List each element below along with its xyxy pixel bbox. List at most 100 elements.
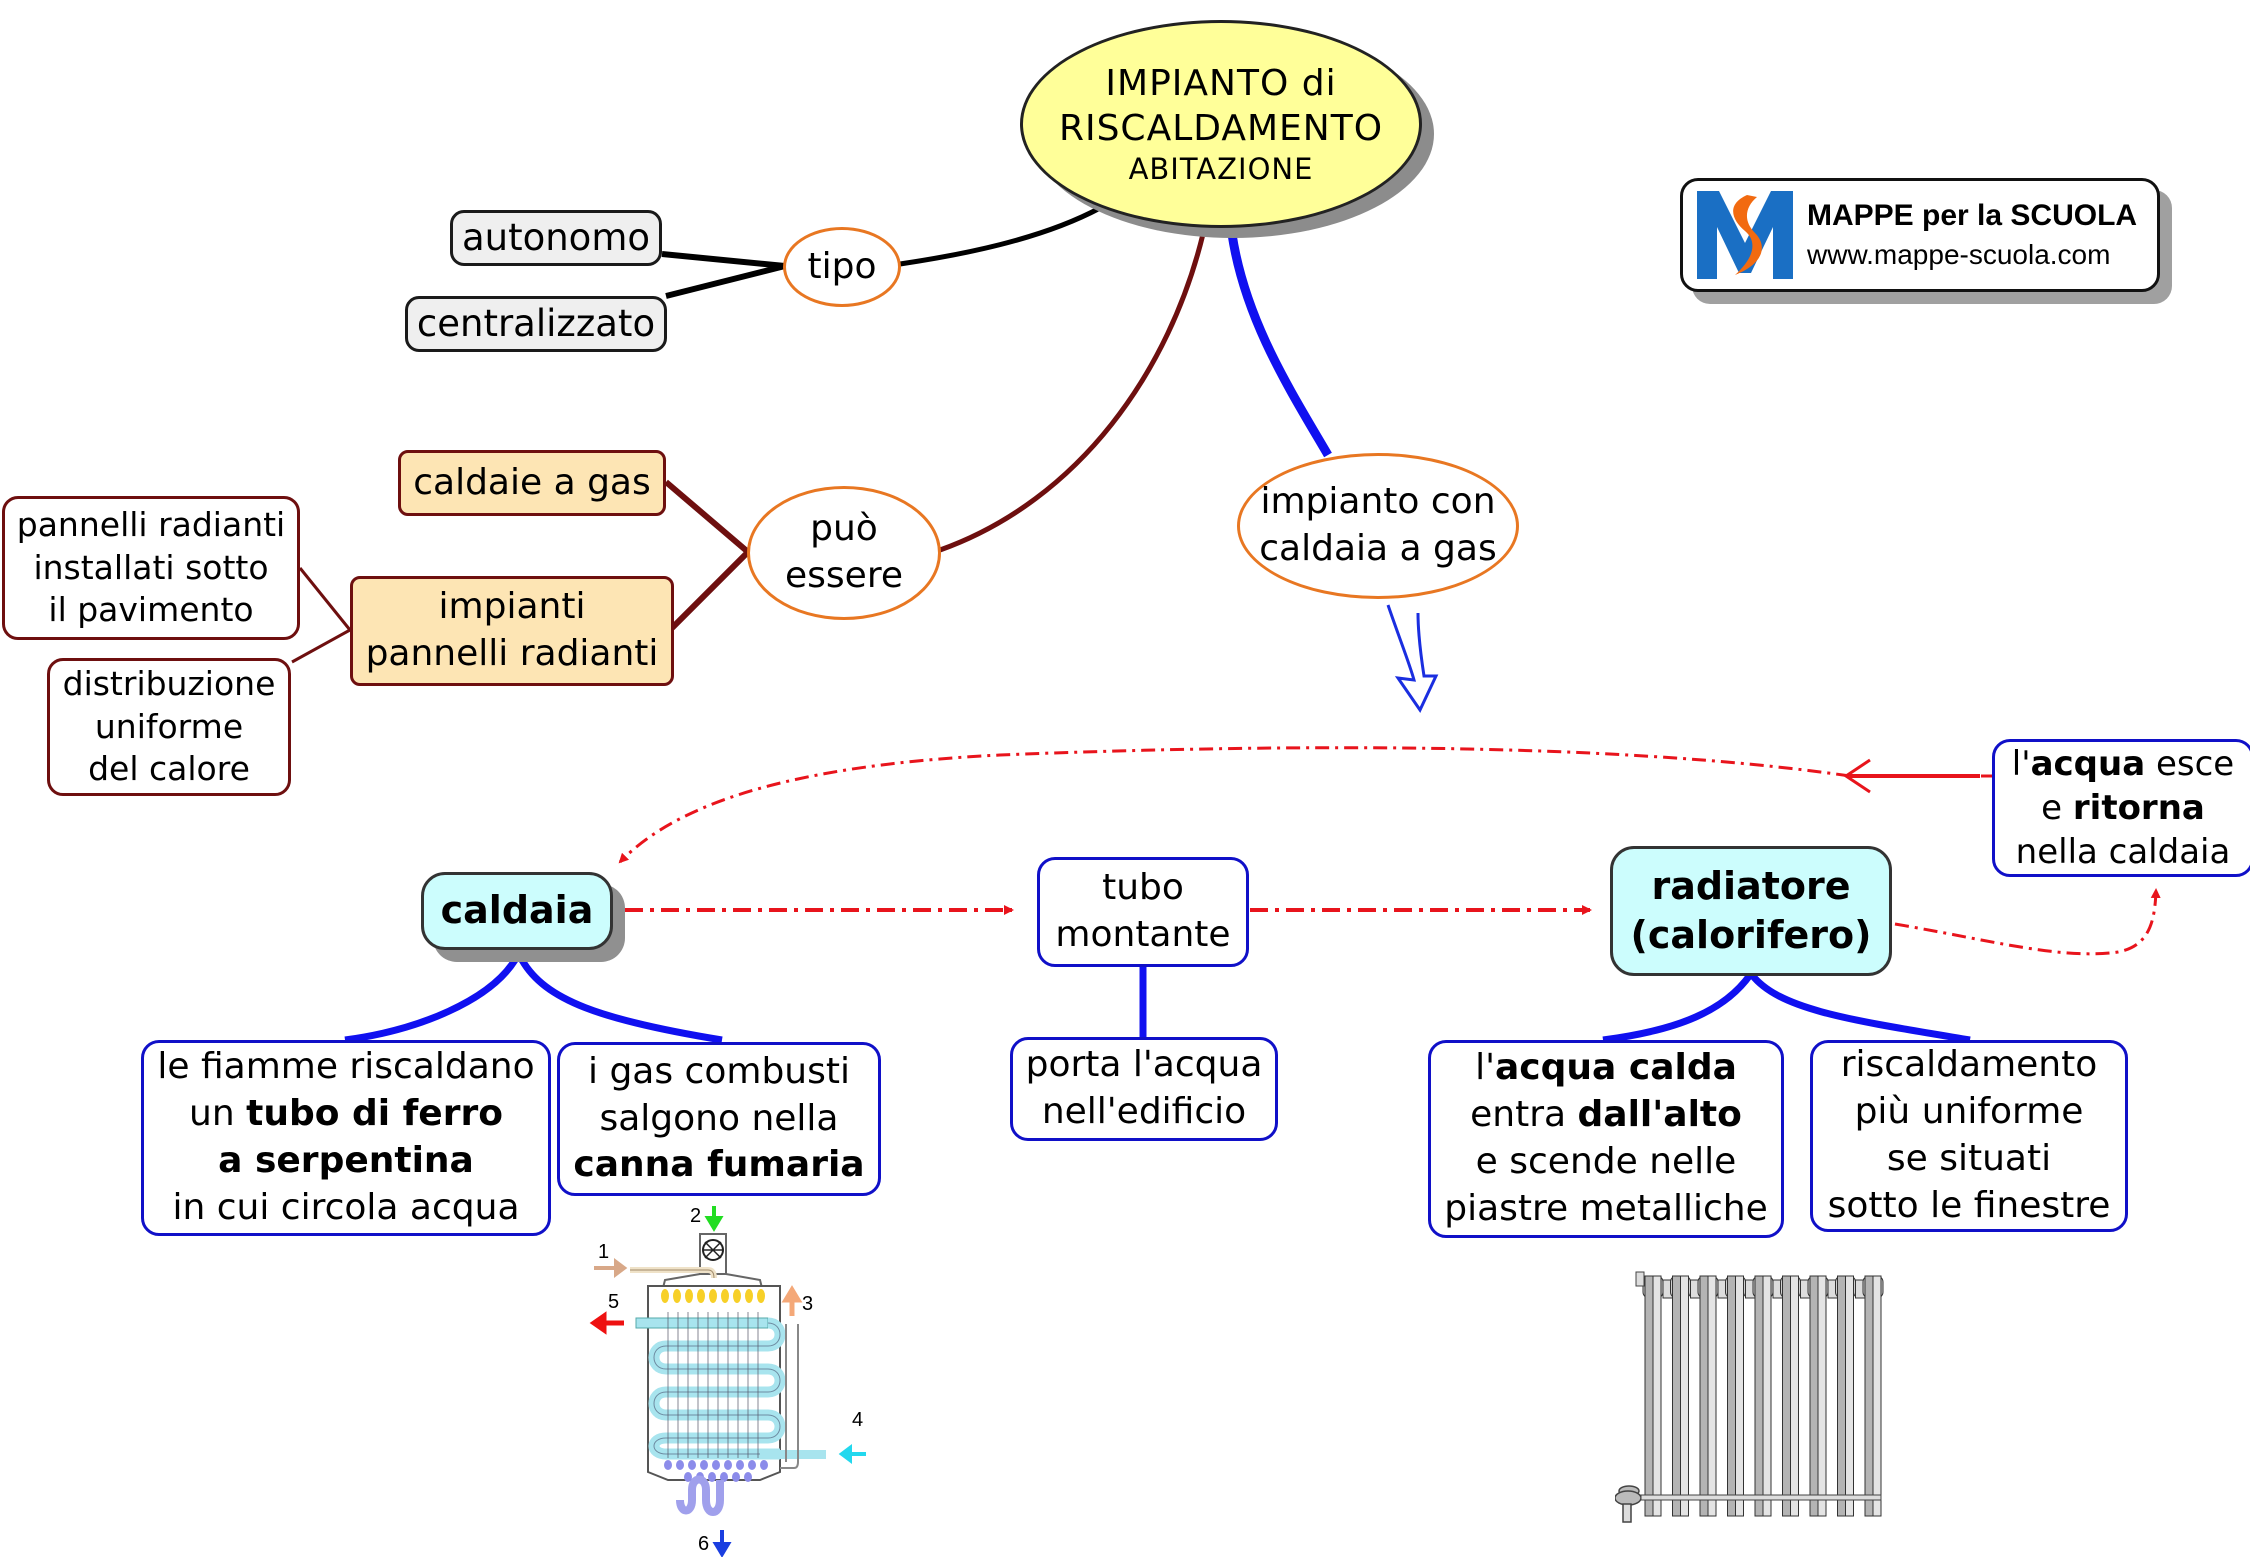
- arrow-1-icon: [594, 1258, 628, 1278]
- link-main-tipo: [899, 205, 1102, 267]
- node-puo-essere-line1: può: [810, 508, 878, 550]
- acqua-calda-line4: piastre metalliche: [1444, 1187, 1768, 1229]
- central-topic-line3: ABITAZIONE: [1128, 151, 1314, 186]
- fiamme-line4: in cui circola acqua: [172, 1186, 520, 1228]
- link-main-impianto: [1227, 233, 1332, 458]
- boiler-label-5: 5: [608, 1291, 619, 1313]
- link-impianti-detail-2: [291, 628, 351, 664]
- link-puo-caldaie: [664, 479, 750, 555]
- porta-line2: nell'edificio: [1041, 1091, 1247, 1132]
- radiator-column: [1862, 1275, 1884, 1517]
- riscaldamento-line4: sotto le finestre: [1827, 1184, 2111, 1226]
- node-pannelli-installati[interactable]: pannelli radianti installati sotto il pa…: [2, 496, 300, 640]
- link-main-puo-essere: [939, 233, 1206, 553]
- acqua-calda-line2: entra dall'alto: [1470, 1094, 1742, 1136]
- boiler-label-2: 2: [690, 1205, 701, 1227]
- node-caldaia[interactable]: caldaia: [421, 872, 613, 950]
- node-impianto-con-caldaia[interactable]: impianto con caldaia a gas: [1237, 453, 1519, 599]
- gas-line2: salgono nella: [599, 1097, 839, 1139]
- mappe-logo-icon: [1697, 191, 1793, 279]
- node-radiatore-line1: radiatore: [1651, 863, 1851, 908]
- node-ritorno-line3: nella caldaia: [2015, 832, 2231, 873]
- open-arrowhead-icon: [1843, 758, 1871, 794]
- radiator-column: [1807, 1275, 1839, 1517]
- arrow-5-icon: [589, 1311, 624, 1335]
- node-riscaldamento-uniforme[interactable]: riscaldamento più uniforme se situati so…: [1810, 1040, 2128, 1232]
- link-puo-impianti: [669, 549, 751, 631]
- boiler-label-4: 4: [852, 1409, 863, 1431]
- node-autonomo[interactable]: autonomo: [450, 210, 662, 266]
- node-impianto-line1: impianto con: [1260, 481, 1496, 523]
- boiler-label-1: 1: [598, 1241, 609, 1263]
- node-acqua-calda[interactable]: l'acqua calda entra dall'alto e scende n…: [1428, 1040, 1784, 1238]
- node-distribuzione-line1: distribuzione: [62, 663, 276, 703]
- node-tubo-line1: tubo: [1102, 867, 1184, 909]
- boiler-label-3: 3: [802, 1293, 813, 1315]
- radiator-column: [1697, 1275, 1729, 1517]
- node-tipo-label: tipo: [807, 245, 877, 287]
- riscaldamento-line1: riscaldamento: [1840, 1044, 2098, 1086]
- node-caldaie-a-gas-label: caldaie a gas: [413, 461, 651, 503]
- node-impianto-line2: caldaia a gas: [1259, 528, 1497, 569]
- acqua-calda-line1: l'acqua calda: [1475, 1047, 1737, 1089]
- node-impianti-pannelli[interactable]: impianti pannelli radianti: [350, 576, 674, 686]
- node-caldaie-a-gas[interactable]: caldaie a gas: [398, 450, 666, 516]
- flow-ritorno-caldaia: [618, 746, 1995, 864]
- gas-line3: canna fumaria: [573, 1144, 865, 1186]
- link-tipo-centralizzato: [665, 263, 786, 299]
- logo-title: MAPPE per la SCUOLA: [1807, 198, 2138, 232]
- arrow-6-icon: [712, 1530, 732, 1557]
- down-arrow-icon: [1386, 604, 1439, 714]
- fiamme-line2: un tubo di ferro: [189, 1093, 503, 1135]
- node-tipo[interactable]: tipo: [783, 227, 901, 307]
- radiator-column: [1670, 1275, 1701, 1517]
- condensate-drops: [664, 1460, 768, 1482]
- link-tipo-autonomo: [661, 251, 786, 269]
- node-distribuzione-uniforme[interactable]: distribuzione uniforme del calore: [47, 658, 291, 796]
- node-fiamme-riscaldano[interactable]: le fiamme riscaldano un tubo di ferro a …: [141, 1040, 551, 1236]
- link-radiatore-detail-2: [1749, 972, 1971, 1044]
- radiator-column: [1725, 1275, 1756, 1517]
- fiamme-line1: le fiamme riscaldano: [157, 1046, 535, 1088]
- node-radiatore-line2: (calorifero): [1630, 913, 1872, 957]
- node-puo-essere-line2: essere: [785, 555, 903, 596]
- node-ritorno-line2: e ritorna: [2041, 787, 2205, 828]
- node-distribuzione-line3: del calore: [88, 749, 250, 789]
- riscaldamento-line3: se situati: [1886, 1138, 2052, 1179]
- radiator-column: [1752, 1275, 1784, 1517]
- porta-line1: porta l'acqua: [1025, 1044, 1263, 1086]
- central-topic[interactable]: IMPIANTO di RISCALDAMENTO ABITAZIONE: [1020, 20, 1422, 228]
- radiator-column: [1642, 1275, 1674, 1517]
- radiator-illustration: [1615, 1271, 1884, 1523]
- node-porta-acqua[interactable]: porta l'acqua nell'edificio: [1010, 1037, 1278, 1141]
- node-pannelli-installati-line3: il pavimento: [48, 590, 254, 630]
- link-impianti-detail-1: [298, 567, 352, 631]
- flow-radiatore-ritorno: [1894, 888, 2161, 956]
- node-distribuzione-line2: uniforme: [94, 706, 244, 746]
- fiamme-line3: a serpentina: [218, 1140, 474, 1181]
- node-pannelli-installati-line1: pannelli radianti: [16, 504, 286, 544]
- node-autonomo-label: autonomo: [461, 215, 651, 259]
- node-puo-essere[interactable]: può essere: [747, 486, 941, 620]
- central-topic-line2: RISCALDAMENTO: [1058, 107, 1384, 149]
- node-centralizzato[interactable]: centralizzato: [405, 296, 667, 352]
- node-ritorno-line1: l'acqua esce: [2011, 743, 2235, 784]
- node-impianti-pannelli-line2: pannelli radianti: [365, 633, 659, 674]
- acqua-calda-line3: e scende nelle: [1475, 1141, 1737, 1182]
- node-radiatore[interactable]: radiatore (calorifero): [1610, 846, 1892, 976]
- boiler-illustration: 1 2 5 4 3 6: [589, 1205, 866, 1557]
- burner-flames: [661, 1289, 765, 1303]
- gas-line1: i gas combusti: [588, 1050, 850, 1092]
- logo-url[interactable]: www.mappe-scuola.com: [1807, 239, 2111, 271]
- node-caldaia-label: caldaia: [440, 888, 594, 933]
- link-radiatore-detail-1: [1602, 972, 1753, 1044]
- node-acqua-ritorna[interactable]: l'acqua esce e ritorna nella caldaia: [1992, 739, 2250, 877]
- node-tubo-montante[interactable]: tubo montante: [1037, 857, 1249, 967]
- mappe-scuola-logo[interactable]: MAPPE per la SCUOLA www.mappe-scuola.com: [1680, 178, 2160, 292]
- node-gas-combusti[interactable]: i gas combusti salgono nella canna fumar…: [557, 1042, 881, 1196]
- arrow-2-icon: [704, 1206, 724, 1232]
- arrow-4-icon: [838, 1444, 866, 1464]
- radiator-column: [1780, 1275, 1811, 1517]
- node-pannelli-installati-line2: installati sotto: [33, 547, 269, 587]
